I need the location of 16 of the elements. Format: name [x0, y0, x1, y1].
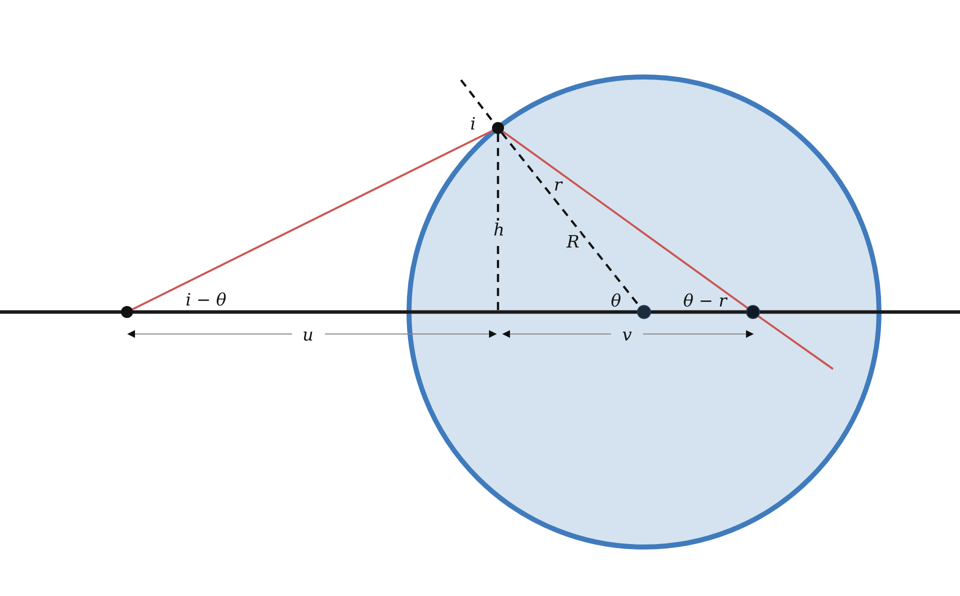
dimension-label: v — [622, 328, 632, 344]
sphere — [406, 74, 882, 550]
angle-label: r — [554, 178, 562, 194]
incidence-point — [492, 122, 504, 134]
dimension-label: u — [302, 328, 314, 344]
angle-label: θ − r — [683, 294, 727, 310]
angle-label: i — [470, 116, 476, 134]
light-ray — [132, 130, 494, 310]
angle-label: θ — [610, 294, 622, 310]
angle-label: i − θ — [186, 292, 226, 310]
edge-label: h — [492, 220, 506, 242]
dashed-line — [496, 134, 500, 312]
object-point — [121, 306, 133, 318]
light-ray — [502, 130, 749, 310]
center-point — [638, 306, 650, 318]
image-point — [747, 306, 759, 318]
